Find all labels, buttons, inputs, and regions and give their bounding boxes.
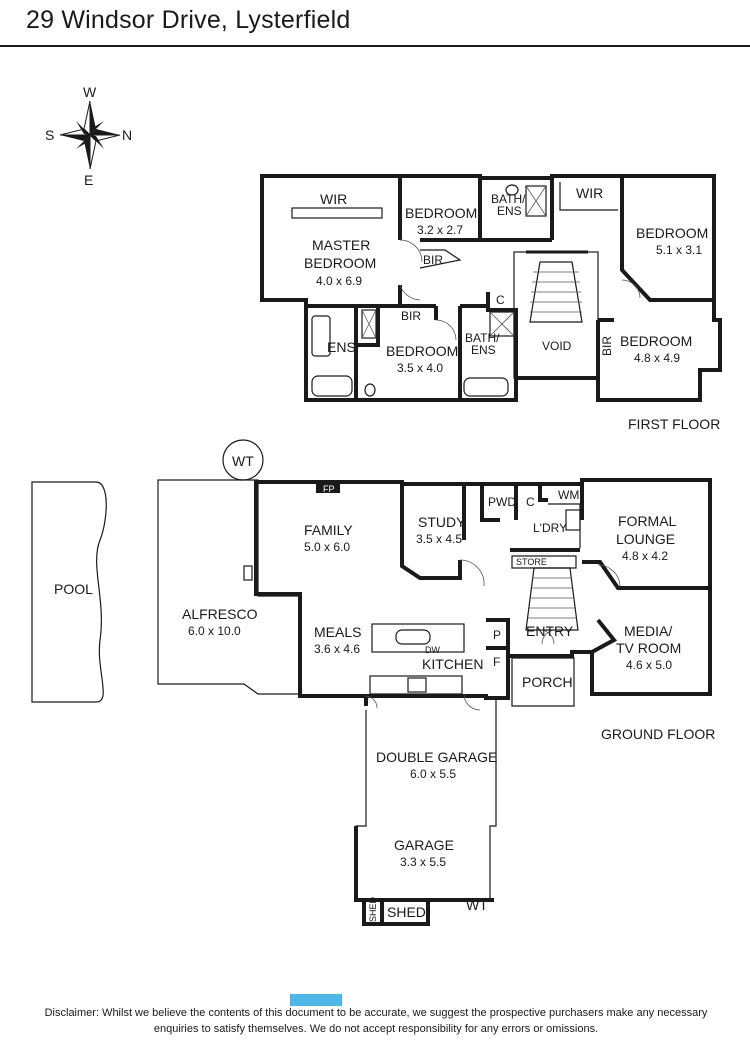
compass-rose-icon (59, 100, 121, 170)
study-dim: 3.5 x 4.5 (416, 532, 462, 546)
first-floor-label: FIRST FLOOR (628, 416, 720, 432)
bedroom-5-dim: 4.8 x 4.9 (634, 351, 680, 365)
double-garage-label: DOUBLE GARAGE (376, 749, 497, 765)
wm-label: WM (558, 488, 579, 502)
formal-lounge-dim: 4.8 x 4.2 (622, 549, 668, 563)
media-room-label-1: MEDIA/ (624, 623, 672, 639)
disclaimer: Disclaimer: Whilst we believe the conten… (26, 1005, 726, 1037)
garage-label: GARAGE (394, 837, 454, 853)
compass-south-label: S (45, 127, 54, 143)
bir-label-1: BIR (423, 253, 443, 267)
bir-label-2: BIR (401, 309, 421, 323)
porch-label: PORCH (522, 674, 573, 690)
pantry-label: P (493, 628, 501, 642)
family-label: FAMILY (304, 522, 353, 538)
disclaimer-line-1: Disclaimer: Whilst we believe the conten… (44, 1007, 708, 1019)
first-floor-plan (260, 174, 722, 402)
bedroom-5-label: BEDROOM (620, 333, 692, 349)
meals-dim: 3.6 x 4.6 (314, 642, 360, 656)
double-garage-dim: 6.0 x 5.5 (410, 767, 456, 781)
meals-label: MEALS (314, 624, 361, 640)
disclaimer-line-2: enquiries to satisfy themselves. We do n… (153, 1023, 599, 1035)
bedroom-2-label: BEDROOM (405, 205, 477, 221)
bedroom-4-dim: 3.5 x 4.0 (397, 361, 443, 375)
void-label: VOID (542, 339, 572, 353)
laundry-label: L'DRY (533, 521, 567, 535)
store-label: STORE (516, 557, 547, 567)
shed-label: SHED (387, 904, 426, 920)
garage-dim: 3.3 x 5.5 (400, 855, 446, 869)
compass-east-label: E (84, 172, 93, 188)
formal-lounge-label-1: FORMAL (618, 513, 677, 529)
entry-label: ENTRY (526, 623, 574, 639)
bath-ens-2-label-a: BATH/ (465, 331, 500, 345)
bedroom-3-dim: 5.1 x 3.1 (656, 243, 702, 257)
bath-ens-2-label-b: ENS (471, 343, 496, 357)
media-room-label-2: TV ROOM (616, 640, 681, 656)
fridge-label: F (493, 655, 500, 669)
media-room-dim: 4.6 x 5.0 (626, 658, 672, 672)
shed-label-vertical: SHED (368, 896, 378, 922)
compass-north-label: N (122, 127, 132, 143)
bedroom-2-dim: 3.2 x 2.7 (417, 223, 463, 237)
ground-floor-plan (31, 439, 712, 926)
pool-label: POOL (54, 581, 93, 597)
dw-label: DW (425, 645, 440, 655)
pwd-label: PWD (488, 495, 516, 509)
title-divider (0, 45, 750, 47)
ground-floor-label: GROUND FLOOR (601, 726, 715, 742)
c-label-1: C (496, 293, 505, 307)
fp-label: FP (323, 484, 335, 494)
master-bedroom-label-1: MASTER (312, 237, 370, 253)
alfresco-label: ALFRESCO (182, 606, 258, 622)
formal-lounge-label-2: LOUNGE (616, 531, 675, 547)
family-dim: 5.0 x 6.0 (304, 540, 350, 554)
ens-label: ENS (327, 339, 356, 355)
bath-ens-1-label-b: ENS (497, 204, 522, 218)
wt-label-2: WT (466, 897, 488, 913)
bir-label-3: BIR (600, 336, 614, 356)
alfresco-dim: 6.0 x 10.0 (188, 624, 241, 638)
wir-label-1: WIR (320, 191, 347, 207)
study-label: STUDY (418, 514, 466, 530)
wt-label-1: WT (232, 453, 254, 469)
master-bedroom-dim: 4.0 x 6.9 (316, 274, 362, 288)
c-label-2: C (526, 495, 535, 509)
bath-ens-1-label-a: BATH/ (491, 192, 526, 206)
kitchen-label: KITCHEN (422, 656, 483, 672)
compass-west-label: W (83, 84, 97, 100)
master-bedroom-label-2: BEDROOM (304, 255, 376, 271)
page-title: 29 Windsor Drive, Lysterfield (26, 6, 351, 34)
bedroom-4-label: BEDROOM (386, 343, 458, 359)
bedroom-3-label: BEDROOM (636, 225, 708, 241)
wir-label-2: WIR (576, 185, 603, 201)
blue-marker (290, 994, 342, 1006)
